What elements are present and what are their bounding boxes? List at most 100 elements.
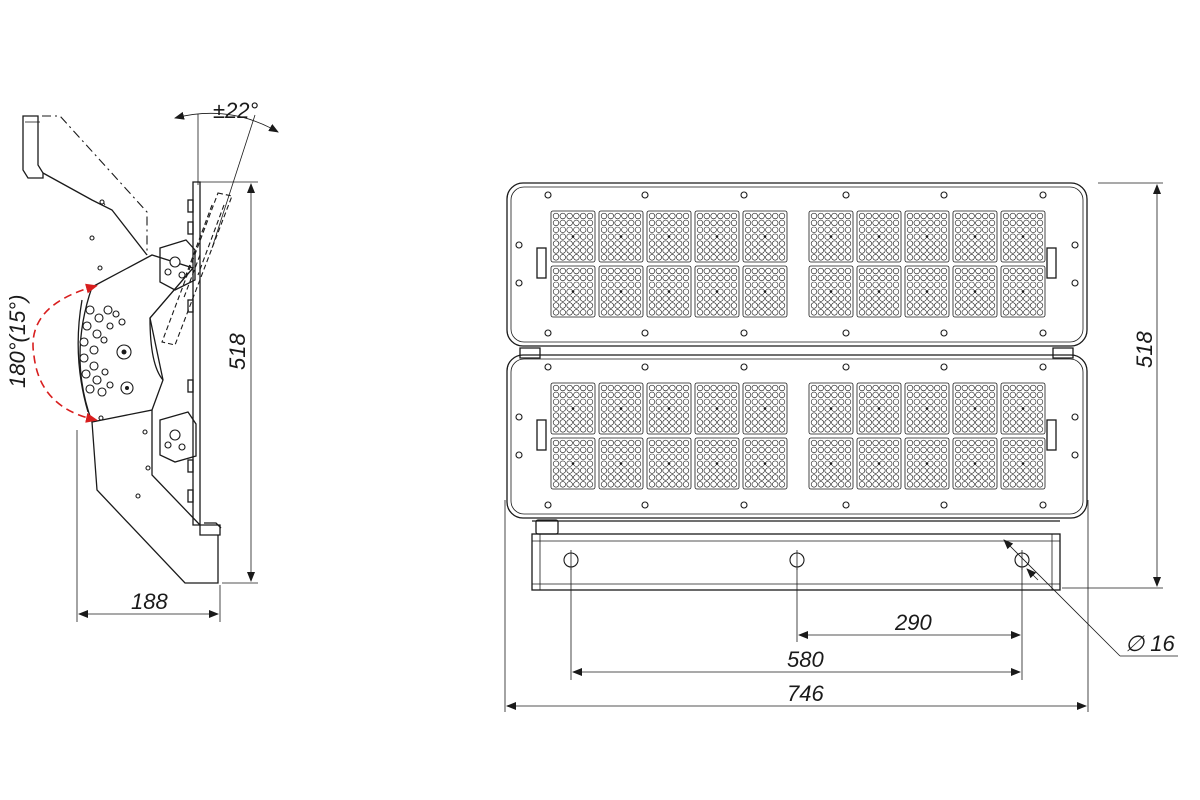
led (744, 267, 752, 275)
led (831, 453, 838, 460)
led (730, 233, 738, 240)
led (879, 233, 886, 240)
led (940, 481, 948, 488)
led (655, 247, 662, 254)
led (892, 309, 900, 316)
led (628, 446, 635, 454)
led (940, 212, 948, 220)
led (552, 384, 560, 392)
led (920, 426, 927, 433)
frame-screw (1071, 451, 1079, 459)
panel-label-right (1046, 247, 1057, 279)
frame-screw (515, 451, 523, 459)
led (961, 219, 968, 226)
led (865, 226, 872, 233)
frame-screw (940, 329, 948, 337)
led (621, 398, 628, 405)
led (559, 384, 566, 392)
led (975, 302, 982, 309)
led (934, 446, 941, 454)
led (648, 254, 656, 261)
frame-screw (544, 329, 552, 337)
led (1016, 219, 1023, 226)
led (772, 226, 779, 233)
led (621, 288, 628, 295)
led (676, 446, 683, 454)
led (724, 254, 731, 261)
led (1030, 212, 1037, 220)
led (580, 267, 587, 275)
led (580, 453, 587, 460)
led (559, 391, 566, 399)
led (559, 274, 566, 282)
led (765, 212, 772, 220)
led (810, 481, 818, 488)
led (552, 212, 560, 220)
led (559, 281, 566, 288)
led (934, 419, 941, 426)
led (982, 446, 989, 454)
led (913, 412, 920, 419)
led (968, 226, 975, 233)
led (655, 481, 662, 488)
led (758, 247, 765, 254)
led (717, 481, 724, 488)
led (628, 267, 635, 275)
led (872, 254, 879, 261)
led (886, 254, 893, 261)
led (772, 481, 779, 488)
led (879, 460, 886, 467)
led (607, 247, 614, 254)
led (682, 219, 690, 226)
led (872, 267, 879, 275)
led (886, 212, 893, 220)
led (940, 446, 948, 454)
led (655, 219, 662, 226)
led (1030, 453, 1037, 460)
led (838, 467, 845, 474)
led (975, 419, 982, 426)
led (817, 467, 824, 474)
led-module (598, 265, 644, 318)
hole-diameter-label: ∅ 16 (1125, 631, 1176, 656)
led (648, 274, 656, 282)
led (886, 460, 893, 467)
led (940, 267, 948, 275)
led (831, 398, 838, 405)
led (744, 426, 752, 433)
led (614, 226, 621, 233)
led (559, 474, 566, 481)
led (682, 309, 690, 316)
led (586, 295, 594, 302)
led (831, 419, 838, 426)
led (758, 267, 765, 275)
led (724, 391, 731, 399)
led (655, 419, 662, 426)
led (968, 219, 975, 226)
led (751, 240, 758, 247)
panel-frame (506, 182, 1088, 347)
led (968, 384, 975, 392)
led (961, 302, 968, 309)
led (1036, 384, 1044, 392)
led (975, 240, 982, 247)
led (1016, 384, 1023, 392)
led (824, 254, 831, 261)
led (765, 219, 772, 226)
led-module (550, 382, 596, 435)
led-module (808, 210, 854, 263)
led (872, 384, 879, 392)
led (858, 219, 866, 226)
led (879, 274, 886, 282)
led (913, 467, 920, 474)
led (1016, 391, 1023, 399)
led (858, 295, 866, 302)
led (669, 405, 676, 412)
led (682, 426, 690, 433)
led (831, 302, 838, 309)
led-module (952, 265, 998, 318)
led (1009, 295, 1016, 302)
led (552, 295, 560, 302)
led (717, 474, 724, 481)
led (559, 267, 566, 275)
